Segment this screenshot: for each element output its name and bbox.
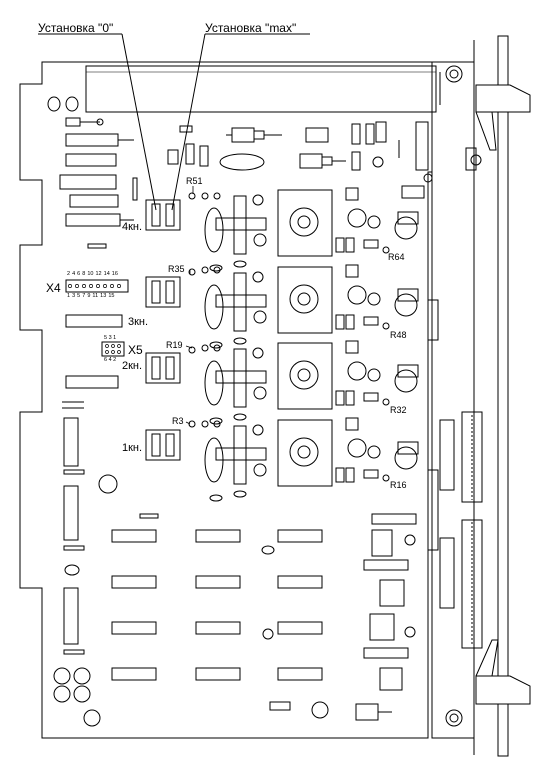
channel-block-4 [145, 187, 419, 272]
resistor-label-r3: R3 [172, 416, 184, 426]
resistor-label-r51: R51 [186, 176, 203, 186]
connector-x4-top-pins: 2 4 6 8 10 12 14 16 [67, 271, 118, 277]
front-panel [427, 35, 531, 757]
lower-ic-area [111, 513, 417, 721]
top-middle-components [167, 121, 433, 199]
connector-x4-bottom-pins: 1 3 5 7 9 11 13 15 [67, 293, 115, 299]
channel-block-3 [145, 264, 419, 349]
connector-x5-top-pins: 5 3 1 [104, 335, 117, 341]
trimmer-pins [188, 192, 390, 482]
button-label-2: 2кн. [122, 360, 143, 372]
label-leaders [185, 186, 194, 425]
resistor-label-r19: R19 [166, 340, 183, 350]
callout-lines [38, 33, 310, 211]
resistor-label-r32: R32 [390, 405, 407, 415]
channel-block-2 [145, 340, 419, 425]
connector-x5-bottom-pins: 6 4 2 [104, 357, 117, 363]
button-label-3: 3кн. [128, 316, 149, 328]
button-label-1: 1кн. [122, 442, 143, 454]
resistor-label-r35: R35 [168, 264, 185, 274]
button-label-4: 4кн. [122, 221, 143, 233]
top-display-module [85, 65, 437, 113]
resistor-label-r64: R64 [388, 252, 405, 262]
channel-block-1 [145, 417, 419, 502]
left-column-components [47, 96, 138, 727]
connector-x5-label: X5 [128, 343, 143, 357]
connector-x5 [101, 341, 125, 357]
board-outline [19, 61, 433, 739]
resistor-label-r48: R48 [390, 330, 407, 340]
resistor-label-r16: R16 [390, 480, 407, 490]
callout-zero-label: Установка "0" [38, 21, 114, 35]
connector-x4 [65, 279, 129, 293]
callout-max-label: Установка "max" [205, 21, 297, 35]
connector-x4-label: X4 [46, 281, 61, 295]
